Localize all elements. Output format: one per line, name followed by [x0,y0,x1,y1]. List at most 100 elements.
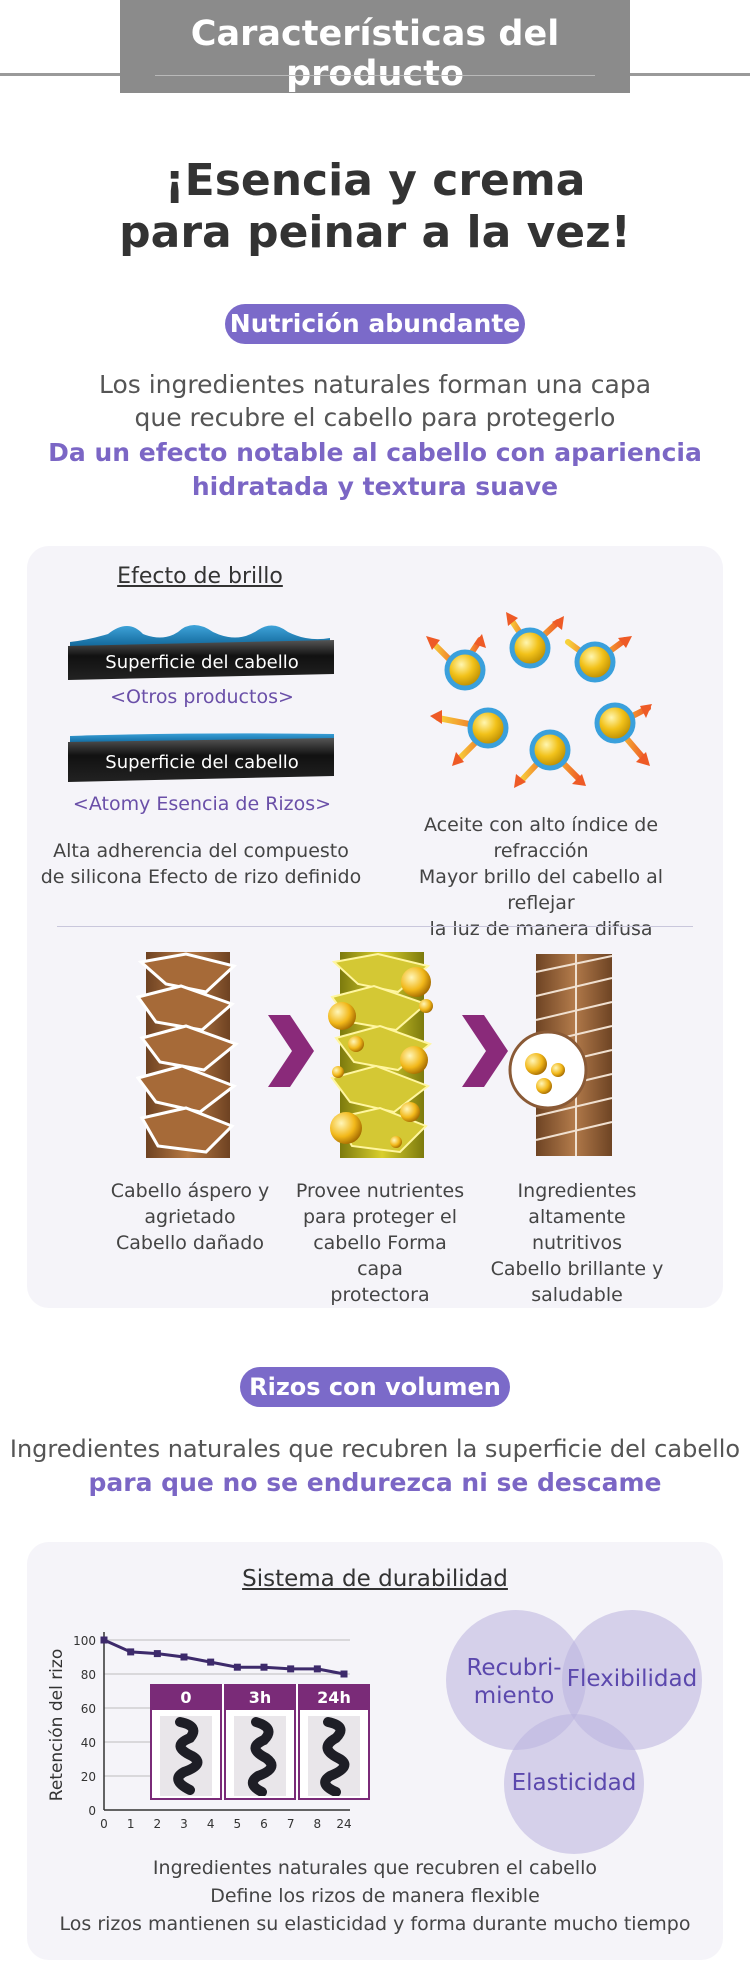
chart-x-ticks: 0 1 2 3 4 5 6 7 8 24 [100,1817,351,1831]
chart-y-tick-label: 0 [88,1804,96,1818]
hair-step-2-line2: para proteger el [303,1206,457,1228]
shine-title: Efecto de brillo [117,564,283,589]
venn-label-coating: Recubri- miento [452,1654,576,1710]
venn-label-elasticity: Elasticidad [511,1770,637,1796]
hair-step-3-caption: Ingredientes altamente nutritivos Cabell… [482,1178,672,1308]
photo-label-24h: 24h [300,1686,368,1710]
left-desc: Alta adherencia del compuesto de silicon… [40,838,362,890]
durability-title: Sistema de durabilidad [0,1566,750,1592]
durability-footer-line2: Define los rizos de manera flexible [210,1885,540,1907]
hair-step-1-caption: Cabello áspero y agrietado Cabello dañad… [105,1178,275,1256]
chart-x-tick-label: 24 [336,1817,351,1831]
curl-photos-inset: 0 3h 24h [150,1684,370,1800]
chart-point [100,1636,108,1644]
section2-desc: Ingredientes naturales que recubren la s… [9,1435,741,1463]
chart-point [180,1653,188,1661]
chart-x-tick-label: 6 [260,1817,268,1831]
chart-point [287,1665,295,1673]
headline-line2: para peinar a la vez! [119,207,631,258]
right-desc: Aceite con alto índice de refracción May… [385,812,697,942]
headline: ¡Esencia y crema para peinar a la vez! [0,155,750,259]
hair-step-1-line2: agrietado [144,1206,236,1228]
pill-nutricion: Nutrición abundante [225,304,525,344]
venn-label-flexibility: Flexibilidad [566,1666,698,1692]
chart-x-tick-label: 5 [234,1817,242,1831]
hair-step-2-line1: Provee nutrientes [295,1180,465,1202]
hair-step-2-caption: Provee nutrientes para proteger el cabel… [290,1178,470,1308]
left-desc-line2: de silicona Efecto de rizo definido [40,866,362,888]
chart-x-tick-label: 7 [287,1817,295,1831]
chart-y-tick-label: 100 [73,1634,96,1648]
chart-point [260,1663,268,1671]
section1-highlight-line1: Da un efecto notable al cabello con apar… [48,438,702,467]
chart-y-axis-label: Retención del rizo [47,1649,67,1801]
bar1-caption: <Otros productos> [110,686,294,708]
chart-x-tick-label: 4 [207,1817,215,1831]
chart-axes [103,1632,350,1811]
other-products-surface-image [68,625,334,680]
durability-footer-line3: Los rizos mantienen su elasticidad y for… [59,1913,691,1935]
chart-y-tick-label: 20 [81,1770,96,1784]
chart-y-tick-label: 80 [81,1668,96,1682]
photo-frame-24h: 24h [298,1684,370,1800]
chart-x-tick-label: 2 [154,1817,162,1831]
venn-circle-elasticity [504,1714,644,1854]
photo-frame-3h: 3h [224,1684,296,1800]
chart-point [127,1648,135,1656]
chart-x-tick-label: 1 [127,1817,135,1831]
section1-desc-line2: que recubre el cabello para protegerlo [134,403,616,432]
curl-photo-0 [160,1716,212,1796]
panel-divider [57,926,693,927]
chart-x-tick-label: 8 [314,1817,322,1831]
right-desc-line2: Mayor brillo del cabello al reflejar [418,866,664,914]
bar2-caption: <Atomy Esencia de Rizos> [72,793,332,815]
venn-label-coating-line2: miento [473,1683,555,1709]
photo-frame-0: 0 [150,1684,222,1800]
right-desc-line3: la luz de manera difusa [429,918,653,940]
chart-point [153,1650,161,1658]
right-desc-line1: Aceite con alto índice de refracción [423,814,659,862]
photo-label-3h: 3h [226,1686,294,1710]
chart-y-tick-label: 40 [81,1736,96,1750]
hair-step-3-line3: Cabello brillante y [490,1258,664,1280]
hair-step-3-line4: saludable [531,1284,623,1306]
atomy-surface-image [68,733,334,782]
hair-step-3-line1: Ingredientes [517,1180,637,1202]
left-desc-line1: Alta adherencia del compuesto [53,840,349,862]
section1-highlight-line2: hidratada y textura suave [191,472,559,501]
chart-points [100,1636,348,1678]
chart-series-line [103,1638,345,1676]
durability-footer-line1: Ingredientes naturales que recubren el c… [152,1857,598,1879]
bar1-label: Superficie del cabello [105,652,299,673]
hair-step-1-line3: Cabello dañado [116,1232,264,1254]
venn-label-coating-line1: Recubri- [466,1655,562,1681]
section1-desc-line1: Los ingredientes naturales forman una ca… [98,370,652,399]
bar2-label: Superficie del cabello [105,752,299,773]
chart-x-tick-label: 0 [100,1817,108,1831]
refraction-oil-molecules-diagram [426,612,652,788]
hair-step-2-line4: protectora [330,1284,430,1306]
chart-point [340,1670,348,1678]
durability-footer: Ingredientes naturales que recubren el c… [0,1854,750,1938]
chart-y-tick-label: 60 [81,1702,96,1716]
nourished-hair-image [328,952,433,1158]
hair-step-2-line3: cabello Forma capa [313,1232,447,1280]
chart-y-ticks: 0 20 40 60 80 100 [73,1634,96,1818]
pill-rizos: Rizos con volumen [240,1367,510,1407]
hair-step-3-line2: altamente nutritivos [528,1206,626,1254]
header-underline [155,75,595,76]
durability-title-text: Sistema de durabilidad [242,1566,508,1592]
chevron-right-icon-1 [268,1015,314,1087]
chevron-right-icon-2 [462,1015,508,1087]
chart-point [313,1665,321,1673]
chart-point [233,1663,241,1671]
header-banner: Características del producto [120,0,630,94]
header-title: Características del producto [190,14,560,94]
chart-x-tick-label: 3 [180,1817,188,1831]
section2-highlight: para que no se endurezca ni se descame [88,1468,662,1497]
headline-line1: ¡Esencia y crema [164,155,586,206]
curl-photo-3h [234,1716,286,1796]
chart-point [207,1658,215,1666]
photo-label-0: 0 [152,1686,220,1710]
damaged-hair-image [136,952,240,1158]
